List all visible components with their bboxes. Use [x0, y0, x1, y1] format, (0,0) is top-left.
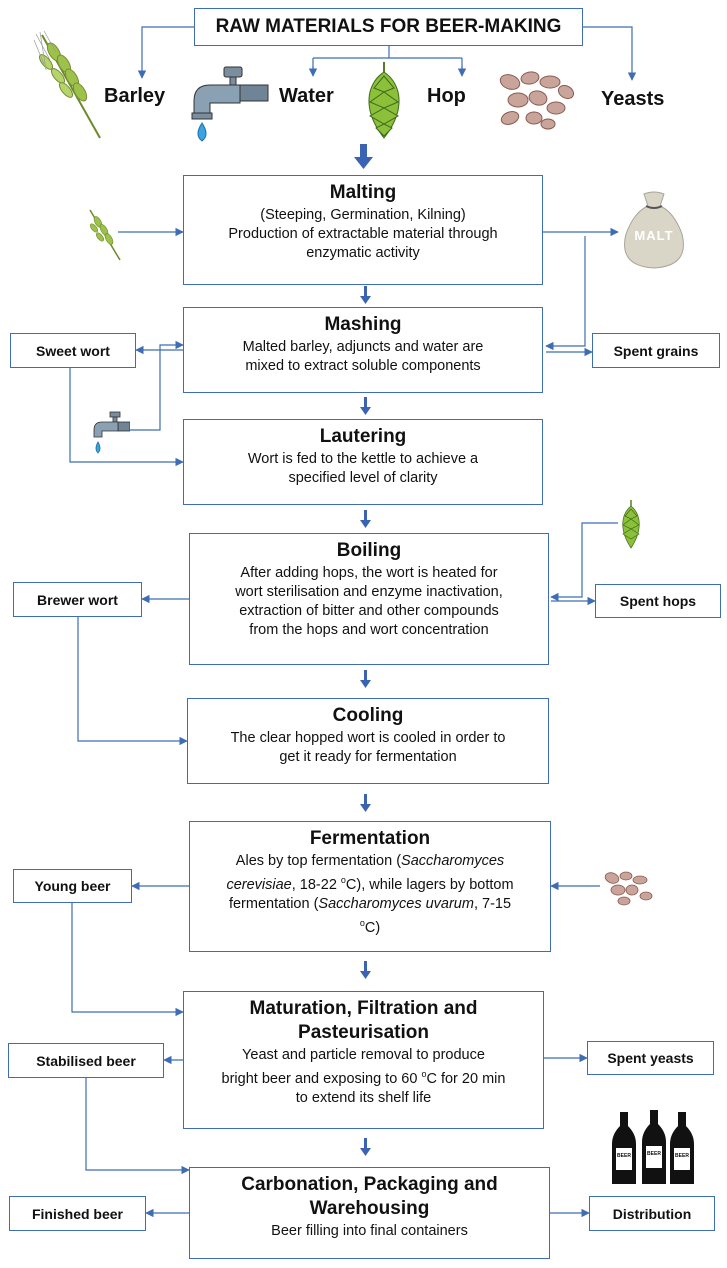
- main-arrow-cooling-fermentation: [360, 794, 371, 812]
- output-young-beer: Young beer: [13, 869, 132, 903]
- arrow-tap-to-mashing: [128, 340, 184, 431]
- wheat-ear-small-icon: [89, 209, 121, 261]
- output-spent-grains: Spent grains: [592, 333, 720, 368]
- stage-title: Malting: [329, 182, 397, 203]
- arrow-hop-to-boiling: [550, 522, 618, 602]
- stage-title-line2: Warehousing: [309, 1198, 430, 1219]
- stage-desc: Wort is fed to the kettle to achieve a s…: [247, 451, 479, 486]
- raw-materials-title-box: RAW MATERIALS FOR BEER-MAKING: [194, 8, 583, 46]
- stage-malting: Malting (Steeping, Germination, Kilning)…: [183, 175, 543, 285]
- faucet-small-icon: [93, 411, 130, 454]
- output-sweet-wort: Sweet wort: [10, 333, 136, 368]
- raw-materials-title: RAW MATERIALS FOR BEER-MAKING: [215, 16, 562, 37]
- stage-title-line1: Maturation, Filtration and: [249, 998, 478, 1019]
- arrow-brewer-wort-to-cooling: [77, 617, 188, 746]
- stage-desc: Ales by top fermentation (Saccharomyces …: [226, 853, 514, 936]
- stage-cooling: Cooling The clear hopped wort is cooled …: [187, 698, 549, 784]
- arrow-malt-spent-grains: [545, 236, 586, 351]
- stage-mashing: Mashing Malted barley, adjuncts and wate…: [183, 307, 543, 393]
- stage-lautering: Lautering Wort is fed to the kettle to a…: [183, 419, 543, 505]
- main-arrow-raw-to-malting: [354, 144, 373, 169]
- main-arrow-maturation-carbonation: [360, 1138, 371, 1156]
- stage-title: Mashing: [324, 314, 402, 335]
- beer-bottles-icon: BEER BEER BEER: [612, 1108, 696, 1186]
- stage-title-line2: Pasteurisation: [298, 1022, 429, 1043]
- output-brewer-wort: Brewer wort: [13, 582, 142, 617]
- stage-title: Boiling: [336, 540, 402, 561]
- main-arrow-mashing-lautering: [360, 397, 371, 415]
- main-arrow-fermentation-maturation: [360, 961, 371, 979]
- arrow-sweet-wort-to-lautering: [69, 368, 184, 467]
- malt-sack-icon: MALT: [618, 190, 690, 270]
- raw-label-barley: Barley: [104, 85, 166, 107]
- arrow-to-barley: [137, 26, 194, 79]
- main-arrow-lautering-boiling: [360, 510, 371, 528]
- hop-cone-icon: [368, 62, 400, 139]
- stage-title: Lautering: [319, 426, 407, 447]
- raw-label-yeasts: Yeasts: [601, 88, 665, 110]
- main-arrow-malting-mashing: [360, 286, 371, 304]
- stage-desc: Beer filling into final containers: [271, 1223, 468, 1239]
- stage-desc: (Steeping, Germination, Kilning) Product…: [228, 207, 498, 261]
- output-spent-hops: Spent hops: [595, 584, 721, 618]
- stage-desc: The clear hopped wort is cooled in order…: [230, 730, 506, 765]
- stage-desc: Malted barley, adjuncts and water are mi…: [242, 339, 484, 374]
- raw-label-water: Water: [279, 85, 334, 107]
- hop-cone-small-icon: [622, 500, 640, 549]
- arrow-to-water-hop: [312, 46, 463, 74]
- arrow-young-beer-to-maturation: [71, 903, 184, 1017]
- output-finished-beer: Finished beer: [9, 1196, 146, 1231]
- output-stabilised-beer: Stabilised beer: [8, 1043, 164, 1078]
- bottle-label-3: BEER: [675, 1153, 689, 1159]
- malt-sack-text: MALT: [634, 228, 674, 243]
- yeast-cells-small-icon: [604, 871, 653, 906]
- stage-title: Cooling: [332, 705, 404, 726]
- stage-carbonation: Carbonation, Packaging and Warehousing B…: [189, 1167, 550, 1259]
- bottle-label-1: BEER: [617, 1153, 631, 1159]
- main-arrow-boiling-cooling: [360, 670, 371, 688]
- stage-maturation: Maturation, Filtration and Pasteurisatio…: [183, 991, 544, 1129]
- stage-boiling: Boiling After adding hops, the wort is h…: [189, 533, 549, 665]
- stage-fermentation: Fermentation Ales by top fermentation (S…: [189, 821, 551, 952]
- output-spent-yeasts: Spent yeasts: [587, 1041, 714, 1075]
- stage-desc: After adding hops, the wort is heated fo…: [235, 565, 503, 638]
- arrow-stabilised-to-carbonation: [85, 1078, 190, 1175]
- yeast-cells-icon: [499, 71, 575, 130]
- arrow-to-yeasts: [583, 26, 637, 81]
- wheat-ear-icon: [33, 30, 101, 139]
- stage-desc: Yeast and particle removal to produce br…: [221, 1047, 506, 1106]
- bottle-label-2: BEER: [647, 1151, 661, 1157]
- output-distribution: Distribution: [589, 1196, 715, 1231]
- raw-label-hop: Hop: [427, 85, 466, 107]
- stage-title-line1: Carbonation, Packaging and: [241, 1174, 498, 1195]
- faucet-icon: [191, 66, 269, 142]
- stage-title: Fermentation: [309, 828, 431, 849]
